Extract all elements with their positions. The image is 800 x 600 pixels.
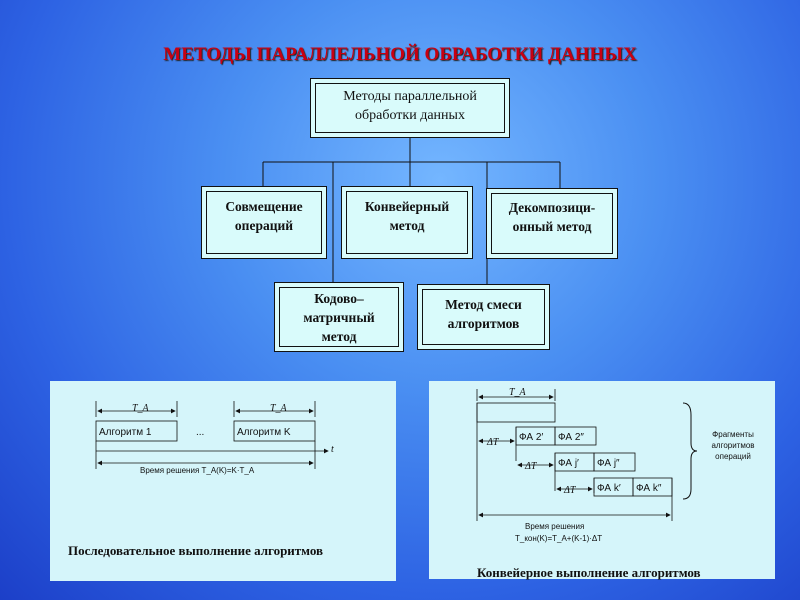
- fa-j-prime: ФА j′: [558, 458, 579, 469]
- root-node: Методы параллельной обработки данных: [310, 78, 510, 138]
- pipe-delta-1: ΔT: [486, 437, 500, 448]
- pipe-delta-2: ΔT: [524, 461, 538, 472]
- node-smesi-algoritmov-label: Метод смеси алгоритмов: [445, 297, 522, 331]
- seq-period-label: T_A: [132, 403, 150, 414]
- algorithm-1-box: [95, 420, 178, 442]
- fa-k-prime: ФА k′: [597, 483, 621, 494]
- root-node-label: Методы параллельной обработки данных: [343, 89, 477, 123]
- fa-2-dprime: ФА 2″: [558, 432, 584, 443]
- node-sovmeshchenie: Совмещение операций: [201, 186, 327, 259]
- pipeline-timing-diagram: T_A ΔT ΔT ΔT ФА 2′ ФА 2″ ФА j′ ФА j″ ФА …: [476, 387, 698, 543]
- pipe-period-label: T_A: [509, 387, 527, 398]
- sequential-caption: Последовательное выполнение алгоритмов: [68, 543, 324, 558]
- seq-ellipsis: ...: [196, 427, 204, 438]
- algorithm-1-label: Алгоритм 1: [99, 427, 152, 438]
- sequential-panel: T_A T_A Алгоритм 1 ... Алгоритм K t Врем…: [50, 381, 396, 581]
- node-smesi-algoritmov: Метод смеси алгоритмов: [417, 284, 550, 350]
- fa-j-dprime: ФА j″: [597, 458, 620, 469]
- page-title: МЕТОДЫ ПАРАЛЛЕЛЬНОЙ ОБРАБОТКИ ДАННЫХ: [163, 44, 637, 65]
- node-sovmeshchenie-label: Совмещение операций: [225, 198, 303, 233]
- fa-k-dprime: ФА k″: [636, 483, 662, 494]
- node-dekompozicionnyi-label: Декомпозици- онный метод: [508, 199, 596, 234]
- node-konveiernyi: Конвейерный метод: [341, 186, 473, 259]
- pipeline-panel: T_A ΔT ΔT ΔT ФА 2′ ФА 2″ ФА j′ ФА j″ ФА …: [429, 381, 775, 580]
- seq-time-formula: Время решения T_A(K)=K·T_A: [140, 466, 255, 475]
- pipe-delta-3: ΔT: [563, 485, 577, 496]
- node-konveiernyi-label: Конвейерный метод: [364, 198, 450, 233]
- pipe-time-label: Время решения: [525, 522, 584, 531]
- pipeline-caption: Конвейерное выполнение алгоритмов: [477, 565, 701, 580]
- seq-period-label-2: T_A: [270, 403, 288, 414]
- algorithm-k-box: [233, 420, 316, 442]
- node-kodovo-matrichnyi: Кодово– матричный метод: [274, 282, 404, 352]
- sequential-timing-diagram: T_A T_A Алгоритм 1 ... Алгоритм K t Врем…: [95, 401, 334, 475]
- pipe-time-formula: T_кон(K)=T_A+(K-1)·ΔT: [515, 534, 602, 543]
- algorithm-k-label: Алгоритм K: [237, 427, 291, 438]
- node-kodovo-matrichnyi-label: Кодово– матричный метод: [303, 290, 375, 344]
- node-dekompozicionnyi: Декомпозици- онный метод: [486, 188, 618, 259]
- seq-axis-label: t: [331, 444, 334, 455]
- pipe-brace-label: Фрагменты алгоритмов операций: [711, 430, 755, 461]
- fa-2-prime: ФА 2′: [519, 432, 543, 443]
